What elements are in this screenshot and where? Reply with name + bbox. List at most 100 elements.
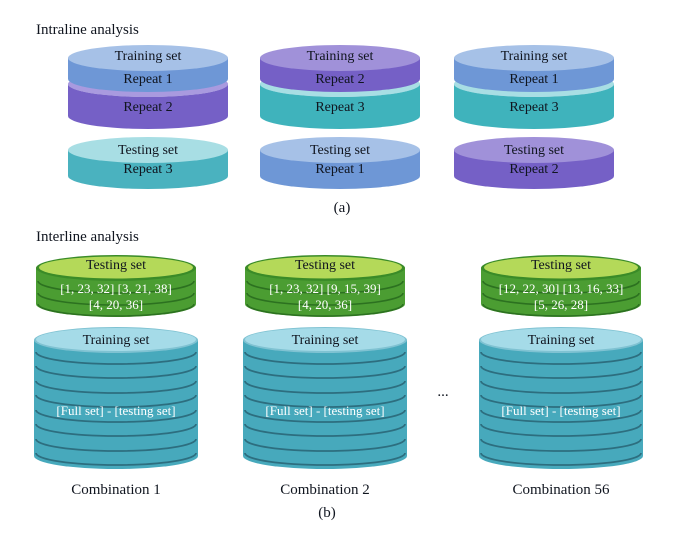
training-cylinder-top — [481, 328, 641, 351]
training-cylinder-stripe — [480, 380, 642, 394]
testing-repeat-label: Repeat 3 — [123, 162, 173, 177]
lower-disk-side — [454, 84, 614, 129]
training-set-label: Training set — [527, 333, 595, 348]
training-cylinder-graphic — [34, 327, 198, 469]
testing-cylinder-stripe — [37, 280, 195, 294]
combination-label: Combination 1 — [71, 482, 161, 498]
testing-set-label: Testing set — [503, 143, 565, 158]
training-cylinder-stripe — [244, 380, 406, 394]
testing-cylinder-stripe — [246, 303, 404, 317]
training-cylinder-stripe — [480, 452, 642, 466]
repeat-bottom-label: Repeat 3 — [315, 100, 365, 115]
lower-disk-side — [68, 84, 228, 129]
training-cylinder-stripe — [480, 438, 642, 452]
training-cylinder-stripe — [244, 394, 406, 408]
combination-label: Combination 56 — [512, 482, 610, 498]
training-formula: [Full set] - [testing set] — [265, 403, 385, 418]
testing-values-line1: [12, 22, 30] [13, 16, 33] — [498, 281, 624, 296]
training-cylinder-stripe — [35, 394, 197, 408]
training-cylinder-stripe — [35, 409, 197, 423]
training-cylinder-stripe — [244, 423, 406, 437]
training-cylinder-top — [245, 328, 405, 351]
training-cylinder-stripe — [480, 365, 642, 379]
training-cylinder-stripe — [35, 423, 197, 437]
training-set-label: Training set — [500, 49, 568, 64]
training-cylinder-stripe — [35, 438, 197, 452]
training-set-label: Training set — [114, 49, 182, 64]
panel-a-label: (a) — [333, 200, 351, 216]
testing-cylinder-graphic — [36, 255, 196, 317]
testing-set-label: Testing set — [117, 143, 179, 158]
training-cylinder-stripe — [244, 409, 406, 423]
testing-disk-top-ellipse — [68, 137, 228, 163]
testing-set-label: Testing set — [294, 258, 356, 273]
training-set-label: Training set — [291, 333, 359, 348]
training-cylinder-stripe — [480, 394, 642, 408]
training-cylinder-stripe — [244, 351, 406, 365]
testing-cylinder-stripe — [246, 292, 404, 306]
repeat-bottom-label: Repeat 3 — [509, 100, 559, 115]
training-cylinder-stripe — [244, 452, 406, 466]
testing-set-label: Testing set — [85, 258, 147, 273]
repeat-bottom-label: Repeat 2 — [123, 100, 173, 115]
testing-values-line2: [4, 20, 36] — [88, 297, 144, 312]
upper-disk-top-ellipse — [260, 45, 420, 71]
training-cylinder-stripe — [244, 438, 406, 452]
training-set-label: Training set — [82, 333, 150, 348]
training-cylinder-stripe — [480, 351, 642, 365]
interline-column-1: Testing set [1, 23, 32] [3, 21, 38] [4, … — [34, 255, 198, 507]
interline-column-2: Testing set [1, 23, 32] [9, 15, 39] [4, … — [243, 255, 407, 507]
intraline-stack-3: Training set Repeat 1 Repeat 3 Testing s… — [454, 45, 614, 193]
disk-stack-graphic — [454, 45, 614, 189]
testing-repeat-label: Repeat 1 — [315, 162, 365, 177]
testing-values-line1: [1, 23, 32] [3, 21, 38] — [60, 281, 172, 296]
training-cylinder-stripe — [244, 365, 406, 379]
testing-cylinder-stripe — [482, 280, 640, 294]
training-cylinder-stripe — [35, 351, 197, 365]
testing-values-line2: [5, 26, 28] — [533, 297, 589, 312]
testing-disk-top-ellipse — [260, 137, 420, 163]
training-cylinder-graphic — [479, 327, 643, 469]
training-cylinder-stripe — [480, 423, 642, 437]
intraline-stack-2: Training set Repeat 2 Repeat 3 Testing s… — [260, 45, 420, 193]
training-cylinder-graphic — [243, 327, 407, 469]
testing-cylinder-graphic — [481, 255, 641, 317]
upper-disk-top-ellipse — [454, 45, 614, 71]
training-formula: [Full set] - [testing set] — [56, 403, 176, 418]
repeat-top-label: Repeat 2 — [315, 72, 365, 87]
interline-title: Interline analysis — [36, 229, 139, 245]
testing-cylinder-stripe — [482, 303, 640, 317]
training-cylinder-side — [34, 340, 198, 469]
testing-values-line1: [1, 23, 32] [9, 15, 39] — [269, 281, 381, 296]
columns-ellipsis: ... — [437, 384, 449, 400]
training-cylinder-side — [479, 340, 643, 469]
testing-cylinder-stripe — [37, 303, 195, 317]
panel-b-label: (b) — [318, 505, 336, 521]
repeat-top-label: Repeat 1 — [509, 72, 559, 87]
disk-stack-graphic — [68, 45, 228, 189]
intraline-stack-1: Training set Repeat 1 Repeat 2 Testing s… — [68, 45, 228, 193]
combination-label: Combination 2 — [280, 482, 370, 498]
repeat-top-label: Repeat 1 — [123, 72, 173, 87]
testing-set-label: Testing set — [309, 143, 371, 158]
training-cylinder-stripe — [35, 380, 197, 394]
training-cylinder-top — [36, 328, 196, 351]
testing-repeat-label: Repeat 2 — [509, 162, 559, 177]
training-formula: [Full set] - [testing set] — [501, 403, 621, 418]
disk-stack-graphic — [260, 45, 420, 189]
testing-disk-top-ellipse — [454, 137, 614, 163]
training-cylinder-stripe — [35, 452, 197, 466]
training-cylinder-stripe — [35, 365, 197, 379]
testing-values-line2: [4, 20, 36] — [297, 297, 353, 312]
testing-cylinder-stripe — [482, 292, 640, 306]
testing-cylinder-top — [484, 256, 638, 279]
testing-cylinder-stripe — [37, 292, 195, 306]
lower-disk-side — [260, 84, 420, 129]
testing-set-label: Testing set — [530, 258, 592, 273]
testing-cylinder-graphic — [245, 255, 405, 317]
upper-disk-top-ellipse — [68, 45, 228, 71]
training-set-label: Training set — [306, 49, 374, 64]
testing-cylinder-top — [248, 256, 402, 279]
testing-cylinder-stripe — [246, 280, 404, 294]
